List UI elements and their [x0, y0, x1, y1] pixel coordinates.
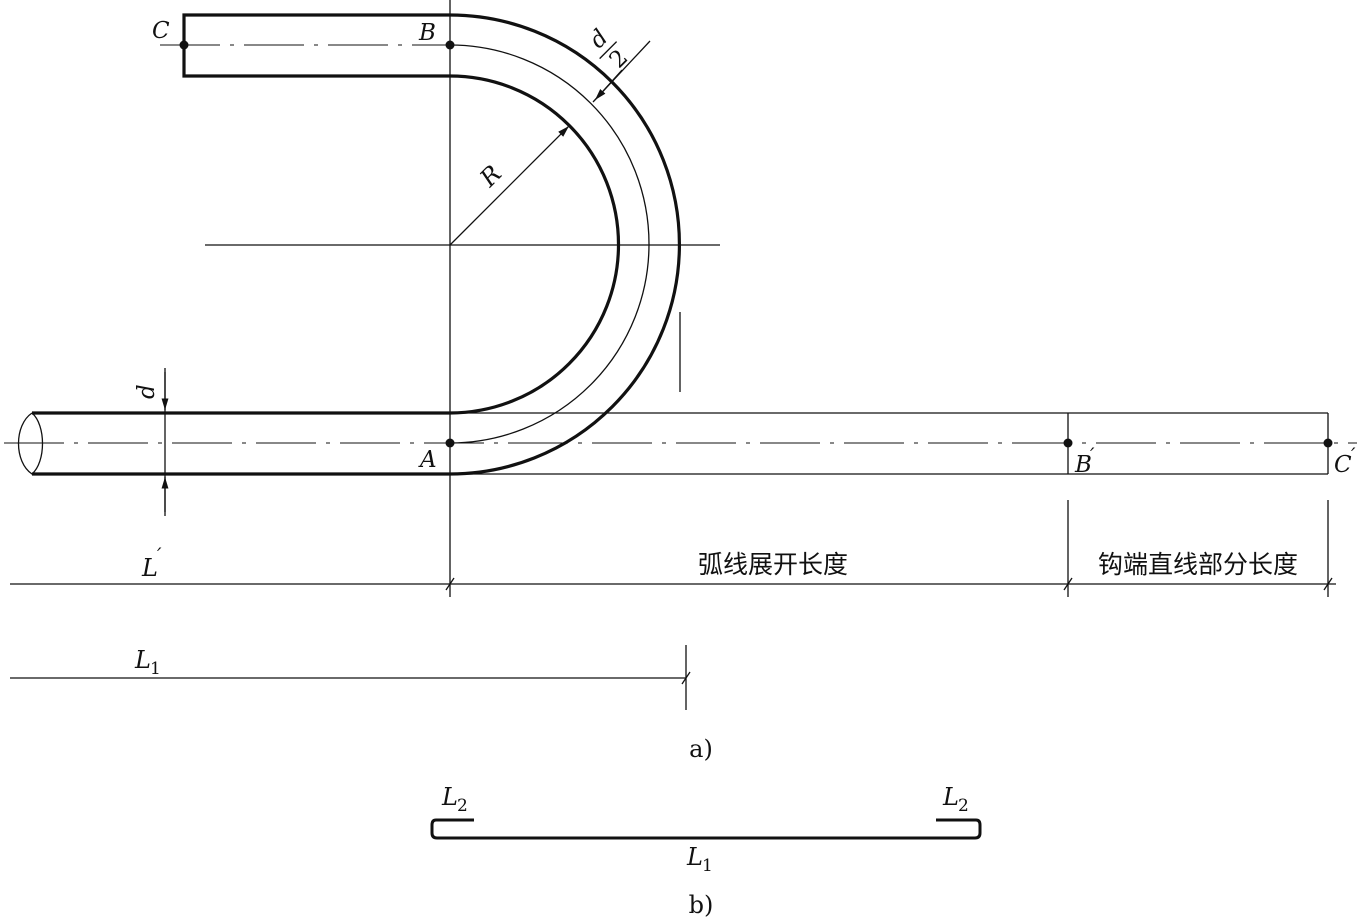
label-l1-b: L — [686, 843, 703, 871]
label-c-prime-mark: ′ — [1351, 443, 1356, 467]
figure-b: L 2 L 2 L 1 b) — [430, 783, 982, 919]
label-r: R — [474, 160, 507, 193]
point-c-prime — [1323, 438, 1333, 448]
figure-a: A B C B ′ C ′ R d 2 d L ′ 弧线展开长度 钩端直线部 — [4, 0, 1357, 763]
label-l-prime: L — [141, 554, 158, 582]
label-b-prime: B — [1074, 452, 1092, 478]
arc-length-label: 弧线展开长度 — [698, 550, 848, 579]
hooked-bar — [430, 818, 982, 840]
tick-b-prime — [1063, 577, 1073, 591]
hook-straight-length-label: 钩端直线部分长度 — [1098, 550, 1298, 579]
tick-c-prime — [1323, 577, 1333, 591]
radius-line — [449, 125, 570, 246]
caption-b: b) — [689, 891, 714, 919]
label-c-prime: C — [1334, 452, 1352, 478]
label-l2-right: L — [942, 783, 959, 811]
bend-center-arc — [449, 44, 650, 444]
label-l-prime-mark: ′ — [157, 543, 162, 567]
point-b-prime — [1063, 438, 1073, 448]
label-b-prime-mark: ′ — [1090, 443, 1095, 467]
point-b — [445, 40, 455, 50]
label-a: A — [418, 447, 437, 473]
break-symbol — [18, 412, 44, 475]
label-b: B — [418, 20, 436, 46]
label-l2-left: L — [441, 783, 458, 811]
point-c — [179, 40, 189, 50]
label-l1: L — [134, 646, 151, 674]
label-l1-sub: 1 — [150, 659, 161, 679]
tick-a — [445, 577, 455, 591]
label-l2-right-sub: 2 — [958, 796, 969, 816]
d-half-bar — [599, 41, 618, 60]
d-half-arrow — [594, 69, 623, 101]
point-a — [445, 438, 455, 448]
label-d: d — [134, 384, 160, 399]
label-l1-b-sub: 1 — [702, 856, 713, 876]
l1-tick — [681, 671, 691, 685]
caption-a: a) — [689, 735, 713, 763]
label-c: C — [152, 18, 170, 44]
label-l2-left-sub: 2 — [457, 796, 468, 816]
label-d-half: d 2 — [585, 25, 634, 74]
